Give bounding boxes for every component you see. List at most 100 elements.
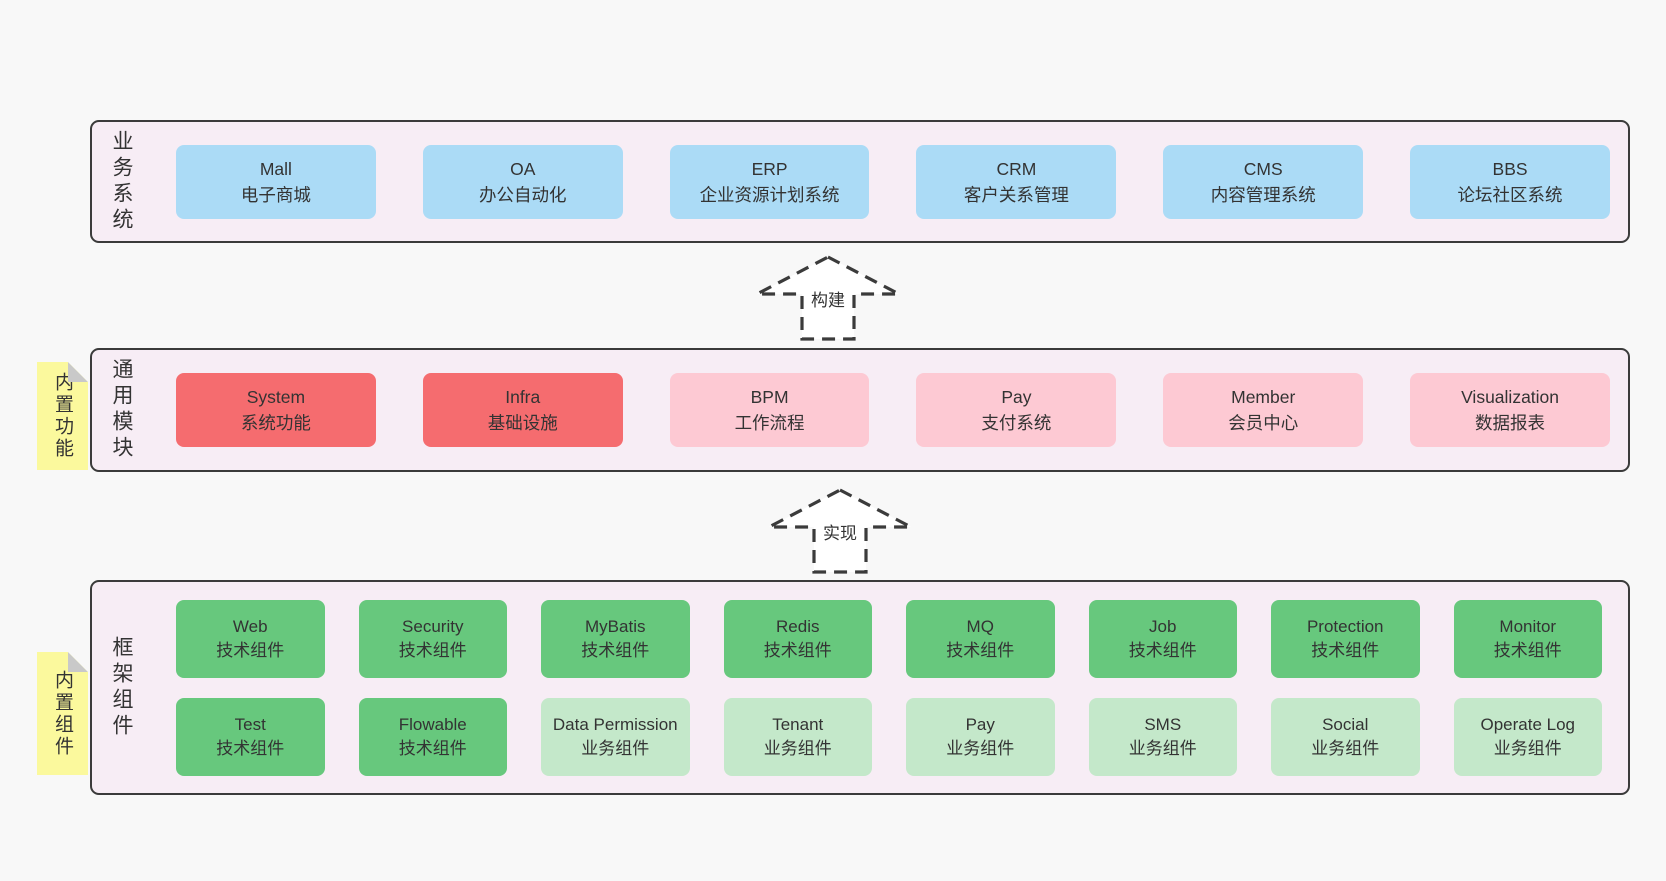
box-web: Web 技术组件 <box>176 599 325 678</box>
box-title: MQ <box>966 616 994 636</box>
box-sms: SMS 业务组件 <box>1088 697 1237 776</box>
box-title: Redis <box>776 616 820 636</box>
box-erp: ERP 企业资源计划系统 <box>669 144 870 219</box>
box-subtitle: 工作流程 <box>734 413 805 433</box>
box-mq: MQ 技术组件 <box>906 599 1055 678</box>
box-monitor: Monitor 技术组件 <box>1453 599 1602 678</box>
box-title: Member <box>1231 387 1296 407</box>
box-subtitle: 业务组件 <box>581 738 650 758</box>
box-title: SMS <box>1144 714 1182 734</box>
arrow-build-label: 构建 <box>808 289 848 313</box>
box-title: BBS <box>1492 158 1528 179</box>
box-subtitle: 业务组件 <box>1128 738 1197 758</box>
box-subtitle: 技术组件 <box>763 640 832 660</box>
box-title: Job <box>1149 616 1177 636</box>
box-subtitle: 办公自动化 <box>478 184 567 205</box>
box-title: CMS <box>1243 158 1283 179</box>
box-pay-biz: Pay 业务组件 <box>906 697 1055 776</box>
layer-business-systems: 业务系统 Mall 电子商城 OA 办公自动化 ERP 企业资源计划系统 CRM… <box>90 120 1630 243</box>
layer-label-business: 业务系统 <box>110 129 133 234</box>
box-system: System 系统功能 <box>176 373 376 447</box>
folded-corner-icon <box>68 362 88 382</box>
layer-label-modules: 通用模块 <box>110 358 133 462</box>
box-title: Flowable <box>398 714 467 734</box>
box-subtitle: 技术组件 <box>1493 640 1562 660</box>
box-security: Security 技术组件 <box>358 599 507 678</box>
layer-framework-components: 框架组件 Web 技术组件 Security 技术组件 MyBatis 技术组件… <box>90 580 1630 795</box>
box-social: Social 业务组件 <box>1271 697 1420 776</box>
box-title: Infra <box>505 387 541 407</box>
box-subtitle: 电子商城 <box>240 184 311 205</box>
box-subtitle: 业务组件 <box>1493 738 1562 758</box>
box-member: Member 会员中心 <box>1163 373 1364 447</box>
box-subtitle: 业务组件 <box>1311 738 1380 758</box>
box-title: Data Permission <box>552 714 678 734</box>
box-subtitle: 业务组件 <box>946 738 1015 758</box>
box-title: Mall <box>259 158 292 179</box>
box-subtitle: 技术组件 <box>946 640 1015 660</box>
box-subtitle: 会员中心 <box>1228 413 1299 433</box>
arrow-build: 构建 <box>753 253 903 343</box>
box-job: Job 技术组件 <box>1088 599 1237 678</box>
sticky-note-builtin-components: 内置组件 <box>37 652 88 775</box>
box-subtitle: 论坛社区系统 <box>1457 184 1563 205</box>
module-boxes-row: System 系统功能 Infra 基础设施 BPM 工作流程 Pay 支付系统… <box>136 373 1628 447</box>
layer-label-components: 框架组件 <box>110 635 133 740</box>
box-flowable: Flowable 技术组件 <box>358 697 507 776</box>
layer-common-modules: 通用模块 System 系统功能 Infra 基础设施 BPM 工作流程 Pay… <box>90 348 1630 472</box>
box-title: Visualization <box>1461 387 1560 407</box>
box-title: Pay <box>1001 387 1032 407</box>
box-data-permission: Data Permission 业务组件 <box>541 697 690 776</box>
box-subtitle: 支付系统 <box>981 413 1052 433</box>
arrow-implement-label: 实现 <box>820 522 860 546</box>
box-subtitle: 客户关系管理 <box>963 184 1069 205</box>
business-boxes-row: Mall 电子商城 OA 办公自动化 ERP 企业资源计划系统 CRM 客户关系… <box>136 144 1628 219</box>
arrow-implement: 实现 <box>765 486 915 576</box>
box-bbs: BBS 论坛社区系统 <box>1410 144 1610 219</box>
box-title: Social <box>1322 714 1369 734</box>
box-title: Test <box>234 714 266 734</box>
sticky-note-label: 内置组件 <box>52 669 73 758</box>
box-title: OA <box>510 158 536 179</box>
box-pay: Pay 支付系统 <box>916 373 1117 447</box>
box-title: CRM <box>996 158 1037 179</box>
box-subtitle: 技术组件 <box>1128 640 1197 660</box>
box-mybatis: MyBatis 技术组件 <box>541 599 690 678</box>
box-mall: Mall 电子商城 <box>176 144 376 219</box>
box-title: Tenant <box>772 714 824 734</box>
box-title: Protection <box>1306 616 1384 636</box>
box-subtitle: 系统功能 <box>240 413 311 433</box>
box-oa: OA 办公自动化 <box>422 144 623 219</box>
box-title: Monitor <box>1499 616 1557 636</box>
box-subtitle: 技术组件 <box>398 640 467 660</box>
box-title: MyBatis <box>585 616 646 636</box>
box-subtitle: 业务组件 <box>763 738 832 758</box>
box-title: ERP <box>751 158 788 179</box>
box-subtitle: 技术组件 <box>398 738 467 758</box>
box-subtitle: 技术组件 <box>216 640 285 660</box>
box-visualization: Visualization 数据报表 <box>1410 373 1610 447</box>
box-subtitle: 企业资源计划系统 <box>699 184 840 205</box>
box-title: Security <box>402 616 464 636</box>
box-infra: Infra 基础设施 <box>422 373 623 447</box>
box-title: System <box>246 387 306 407</box>
box-subtitle: 基础设施 <box>487 413 558 433</box>
box-bpm: BPM 工作流程 <box>669 373 870 447</box>
box-cms: CMS 内容管理系统 <box>1163 144 1364 219</box>
box-redis: Redis 技术组件 <box>723 599 872 678</box>
box-subtitle: 技术组件 <box>216 738 285 758</box>
box-title: Operate Log <box>1480 714 1575 734</box>
sticky-note-label: 内置功能 <box>52 372 73 460</box>
box-subtitle: 技术组件 <box>581 640 650 660</box>
box-subtitle: 内容管理系统 <box>1210 184 1316 205</box>
box-title: Pay <box>965 714 995 734</box>
box-subtitle: 数据报表 <box>1475 413 1546 433</box>
box-subtitle: 技术组件 <box>1311 640 1380 660</box>
box-protection: Protection 技术组件 <box>1271 599 1420 678</box>
box-title: BPM <box>750 387 789 407</box>
box-operate-log: Operate Log 业务组件 <box>1453 697 1602 776</box>
box-tenant: Tenant 业务组件 <box>723 697 872 776</box>
component-boxes-grid: Web 技术组件 Security 技术组件 MyBatis 技术组件 Redi… <box>136 599 1628 776</box>
box-crm: CRM 客户关系管理 <box>916 144 1117 219</box>
